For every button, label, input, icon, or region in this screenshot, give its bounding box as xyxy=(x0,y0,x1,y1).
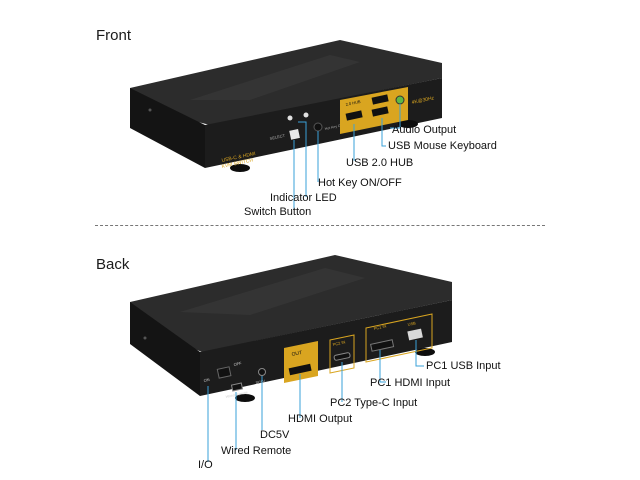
label-usb-mouse-keyboard: USB Mouse Keyboard xyxy=(388,140,497,152)
dc-port[interactable] xyxy=(258,368,266,376)
callout-line-pc1-usb xyxy=(415,340,424,367)
usb-keyboard-port-1[interactable] xyxy=(371,94,389,105)
label-hot-key: Hot Key ON/OFF xyxy=(318,177,402,189)
label-hdmi-output: HDMI Output xyxy=(288,413,353,425)
pc2-typec-port[interactable] xyxy=(333,352,351,361)
callout-line-usb-kb xyxy=(381,118,386,147)
label-pc2-typec-input: PC2 Type-C Input xyxy=(330,397,418,409)
back-wired-remote-text: Wired Remote xyxy=(225,390,248,399)
back-on-text: ON xyxy=(203,377,210,383)
back-pc1-text: PC1 IN xyxy=(373,323,387,331)
switch-button-shape[interactable] xyxy=(289,129,300,140)
front-title: Front xyxy=(96,27,132,44)
back-title: Back xyxy=(96,256,130,273)
pc1-usb-port[interactable] xyxy=(407,328,423,341)
label-audio-output: Audio Output xyxy=(392,124,457,136)
back-dc-text: DC5V xyxy=(255,379,266,385)
usb-keyboard-port-2[interactable] xyxy=(371,106,389,117)
hdmi-out-panel xyxy=(284,341,318,383)
label-pc1-hdmi-input: PC1 HDMI Input xyxy=(370,377,451,389)
pc1-panel xyxy=(365,313,433,363)
back-device-top xyxy=(130,255,452,352)
hdmi-out-port[interactable] xyxy=(288,363,312,376)
label-switch-button: Switch Button xyxy=(244,206,312,218)
label-indicator-led: Indicator LED xyxy=(270,192,337,204)
callout-line-led xyxy=(298,121,307,197)
front-hub-text: 2.0 HUB xyxy=(345,99,361,107)
label-usb-hub: USB 2.0 HUB xyxy=(346,157,414,169)
front-resolution-badge: 4K@30Hz xyxy=(411,95,435,106)
usb-hub-port[interactable] xyxy=(345,110,363,121)
wired-remote-port[interactable] xyxy=(230,382,244,392)
indicator-led-2 xyxy=(303,112,309,118)
callout-line-pc1-hdmi xyxy=(379,350,386,383)
back-pc2-text: PC2 IN xyxy=(332,339,346,347)
pc2-panel xyxy=(329,334,355,374)
front-device-side xyxy=(130,88,205,168)
label-wired-remote: Wired Remote xyxy=(221,445,292,457)
front-select-text: SELECT xyxy=(269,133,286,141)
callout-line-audio xyxy=(390,104,401,129)
back-usb-text: USB xyxy=(407,320,416,327)
pc1-hdmi-port[interactable] xyxy=(370,339,395,352)
front-hotkey-text: Hot Key ON/OFF xyxy=(324,122,351,131)
back-device-side xyxy=(130,302,200,396)
section-divider xyxy=(95,225,545,226)
label-pc1-usb-input: PC1 USB Input xyxy=(426,360,501,372)
label-dc5v: DC5V xyxy=(260,429,290,441)
label-io: I/O xyxy=(198,459,213,471)
back-out-text: OUT xyxy=(291,350,303,358)
back-off-text: OFF xyxy=(233,360,242,367)
callout-line-hub xyxy=(353,124,356,161)
power-switch[interactable] xyxy=(216,366,232,379)
indicator-led-1 xyxy=(287,115,293,121)
